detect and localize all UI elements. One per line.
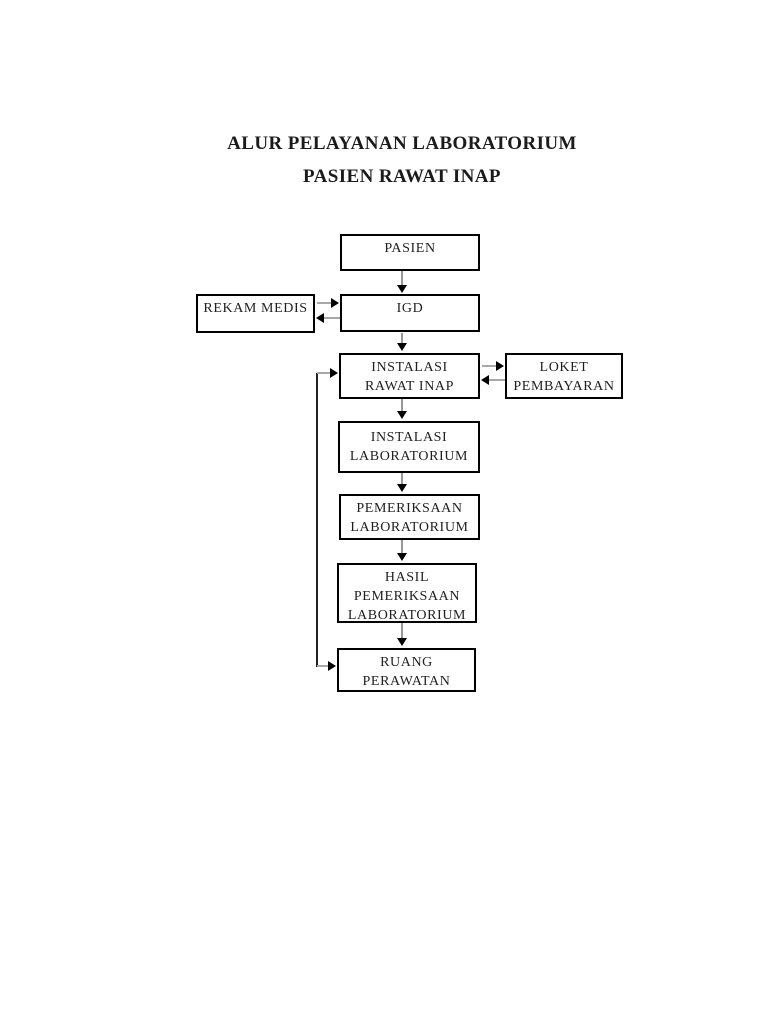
- side-loop-branch-ruang: [317, 665, 329, 667]
- arrowhead-down-icon: [397, 638, 407, 646]
- arrow-rawatinap-instlab: [401, 399, 403, 412]
- page-title-line1: ALUR PELAYANAN LABORATORIUM: [227, 133, 577, 154]
- node-pemeriksaan-laboratorium: PEMERIKSAAN LABORATORIUM: [339, 494, 480, 540]
- arrowhead-down-icon: [397, 553, 407, 561]
- side-loop-branch-rawatinap: [317, 372, 331, 374]
- node-label: LABORATORIUM: [349, 449, 469, 464]
- node-rekam-medis: REKAM MEDIS: [196, 294, 315, 333]
- arrow-rawatinap-loket: [482, 365, 497, 367]
- arrow-hasil-ruang: [401, 623, 403, 639]
- node-label: REKAM MEDIS: [203, 301, 308, 316]
- arrow-pemeriksaan-hasil: [401, 540, 403, 554]
- node-label: RAWAT INAP: [364, 379, 454, 394]
- node-pasien: PASIEN: [340, 234, 480, 271]
- node-ruang-perawatan: RUANG PERAWATAN: [337, 648, 476, 692]
- arrowhead-down-icon: [397, 484, 407, 492]
- node-label: PEMERIKSAAN: [353, 589, 461, 604]
- node-label: LOKET: [539, 360, 589, 375]
- arrow-pasien-igd: [401, 271, 403, 286]
- arrowhead-right-icon: [496, 361, 504, 371]
- node-label: HASIL: [384, 570, 430, 585]
- node-label: PEMBAYARAN: [513, 379, 615, 394]
- node-loket-pembayaran: LOKET PEMBAYARAN: [505, 353, 623, 399]
- page-title-line2: PASIEN RAWAT INAP: [303, 166, 501, 187]
- side-loop-line: [316, 373, 318, 667]
- node-label: PEMERIKSAAN: [356, 501, 463, 516]
- node-instalasi-laboratorium: INSTALASI LABORATORIUM: [338, 421, 480, 473]
- arrowhead-down-icon: [397, 343, 407, 351]
- node-label: INSTALASI: [370, 430, 448, 445]
- node-igd: IGD: [340, 294, 480, 332]
- node-label: INSTALASI: [371, 360, 448, 375]
- node-label: IGD: [396, 301, 424, 316]
- node-label: LABORATORIUM: [350, 520, 469, 535]
- arrow-igd-rekammedis: [324, 317, 340, 319]
- arrowhead-right-icon: [328, 661, 336, 671]
- node-instalasi-rawat-inap: INSTALASI RAWAT INAP: [339, 353, 480, 399]
- arrowhead-down-icon: [397, 411, 407, 419]
- arrowhead-left-icon: [316, 313, 324, 323]
- arrowhead-right-icon: [331, 298, 339, 308]
- node-label: RUANG: [380, 655, 433, 670]
- node-label: PASIEN: [384, 241, 436, 256]
- arrow-igd-rawatinap: [401, 333, 403, 344]
- arrowhead-down-icon: [397, 285, 407, 293]
- node-hasil-pemeriksaan-laboratorium: HASIL PEMERIKSAAN LABORATORIUM: [337, 563, 477, 623]
- arrowhead-right-icon: [330, 368, 338, 378]
- arrowhead-left-icon: [481, 375, 489, 385]
- node-label: LABORATORIUM: [347, 608, 467, 623]
- arrow-instlab-pemeriksaan: [401, 473, 403, 485]
- arrow-loket-rawatinap: [489, 379, 505, 381]
- arrow-rekammedis-igd: [317, 302, 332, 304]
- node-label: PERAWATAN: [362, 674, 451, 689]
